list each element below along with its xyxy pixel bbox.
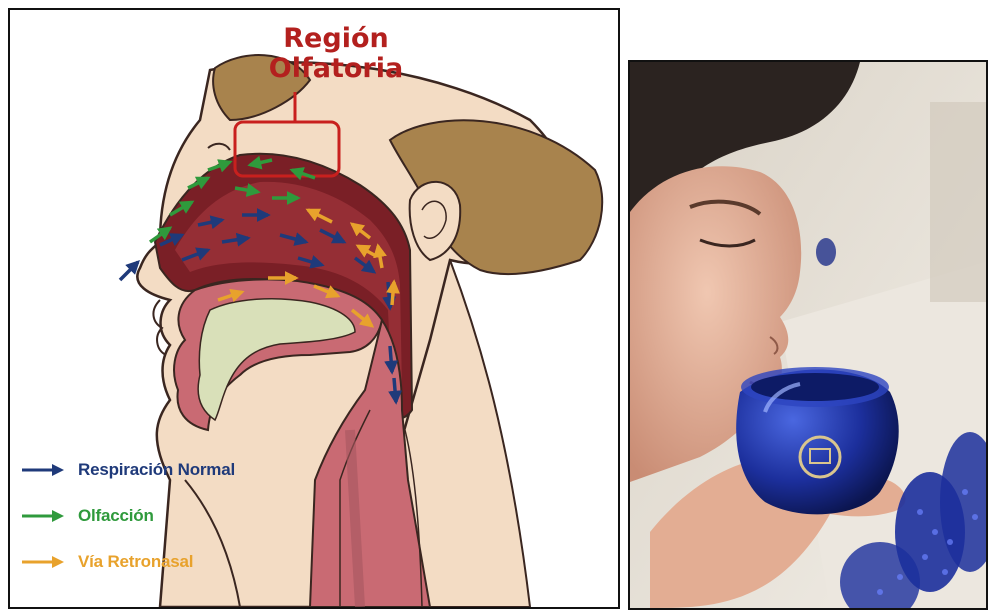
legend: Respiración Normal Olfacción Vía Retrona… — [20, 447, 235, 585]
legend-item-retronasal: Vía Retronasal — [20, 539, 235, 585]
tasting-photo — [628, 60, 988, 610]
arrow-right-icon — [20, 509, 66, 523]
arrow-right-icon — [20, 463, 66, 477]
legend-item-olfaction: Olfacción — [20, 493, 235, 539]
arrow-right-icon — [20, 555, 66, 569]
woman-smelling-glass-image — [630, 62, 986, 608]
legend-item-breathing: Respiración Normal — [20, 447, 235, 493]
region-title-line2: Olfatoria — [236, 54, 436, 84]
region-title-line1: Región — [236, 24, 436, 54]
legend-label-olfaction: Olfacción — [78, 506, 154, 526]
legend-label-breathing: Respiración Normal — [78, 460, 235, 480]
olfaction-diagram: Región Olfatoria Respiración Normal Olfa… — [8, 8, 620, 609]
olfactory-region-title: Región Olfatoria — [236, 24, 436, 84]
legend-label-retronasal: Vía Retronasal — [78, 552, 193, 572]
